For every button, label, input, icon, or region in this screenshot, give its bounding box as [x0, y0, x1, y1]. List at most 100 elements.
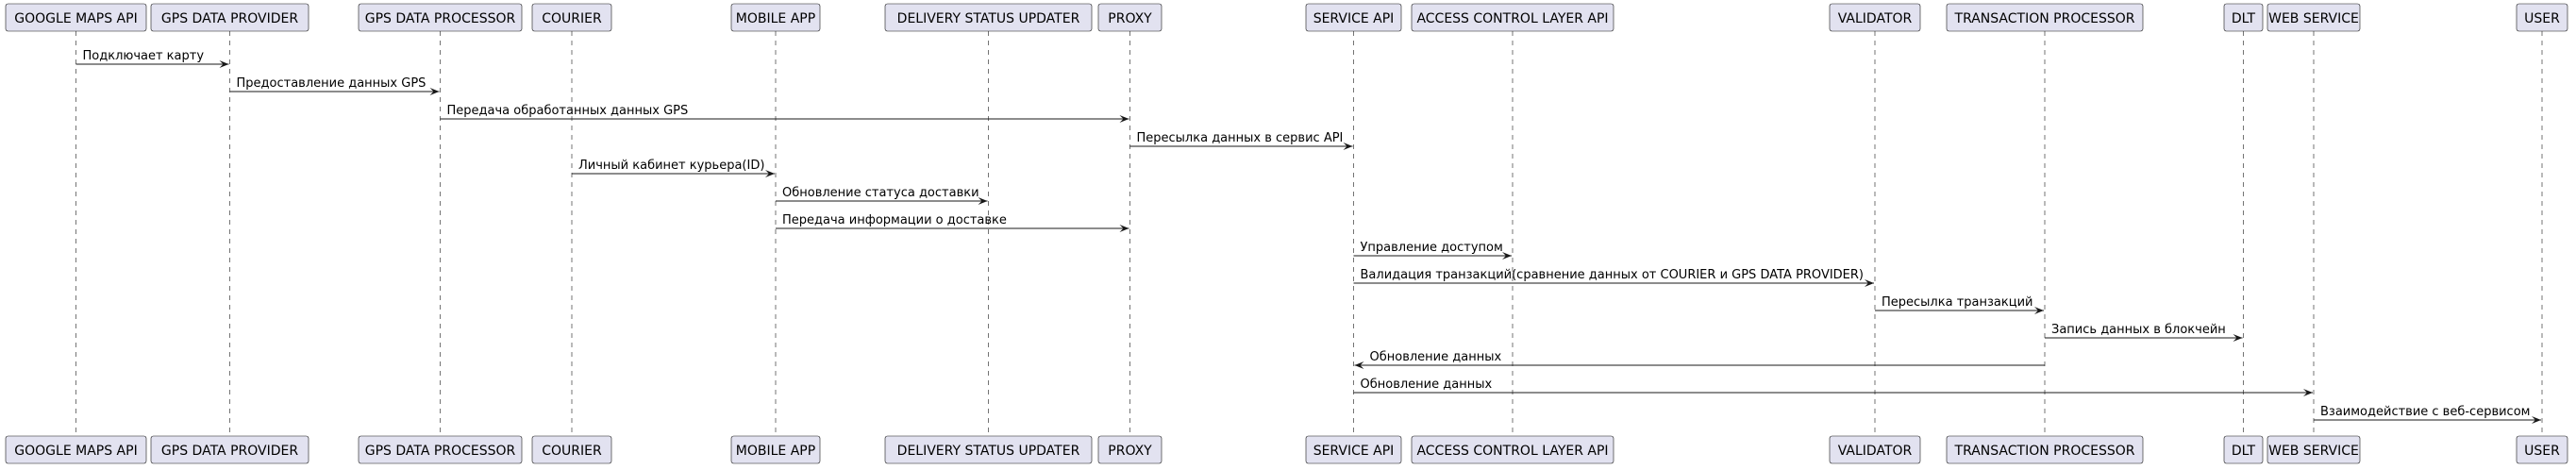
participant-label: ACCESS CONTROL LAYER API — [1416, 11, 1608, 26]
participant-service-api-top: SERVICE API — [1305, 3, 1402, 32]
participant-label: TRANSACTION PROCESSOR — [1954, 11, 2135, 26]
message-label: Взаимодействие с веб-сервисом — [2320, 405, 2530, 419]
participant-box — [1411, 435, 1614, 464]
participant-label: VALIDATOR — [1838, 444, 1913, 459]
participant-label: DLT — [2232, 11, 2256, 26]
message-label: Валидация транзакций(сравнение данных от… — [1361, 268, 1865, 282]
arrowhead-icon — [978, 197, 988, 205]
message-arrow-5: Личный кабинет курьера(ID) — [572, 159, 775, 177]
arrowhead-icon — [429, 88, 440, 95]
participant-box — [358, 3, 523, 32]
participant-dlt-bottom: DLT — [2223, 435, 2264, 464]
message-label: Обновление данных — [1370, 350, 1502, 364]
participant-box — [884, 435, 1093, 464]
participants-bottom: GOOGLE MAPS API GPS DATA PROVIDER GPS DATA… — [5, 435, 2568, 464]
participant-label: DELIVERY STATUS UPDATER — [897, 11, 1080, 26]
participant-box — [730, 3, 821, 32]
participant-box — [2223, 435, 2264, 464]
participant-label: TRANSACTION PROCESSOR — [1954, 444, 2135, 459]
message-arrow-13: Обновление данных — [1353, 378, 2313, 396]
participant-box — [884, 3, 1093, 32]
message-arrow-1: Подключает карту — [75, 49, 229, 68]
message-label: Передача информации о доставке — [782, 213, 1007, 227]
participant-label: PROXY — [1108, 11, 1152, 26]
message-label: Передача обработанных данных GPS — [447, 104, 689, 118]
participant-box — [1097, 435, 1163, 464]
participant-validator-top: VALIDATOR — [1829, 3, 1921, 32]
arrowhead-icon — [2233, 334, 2243, 342]
arrowhead-icon — [2034, 307, 2044, 314]
message-arrow-8: Управление доступом — [1353, 241, 1512, 260]
participant-delivery-status-updater-top: DELIVERY STATUS UPDATER — [884, 3, 1093, 32]
arrowhead-icon — [1865, 279, 1874, 287]
participant-gps-data-provider-bottom: GPS DATA PROVIDER — [150, 435, 309, 464]
participant-label: ACCESS CONTROL LAYER API — [1416, 444, 1608, 459]
participant-transaction-processor-bottom: TRANSACTION PROCESSOR — [1946, 435, 2144, 464]
lifelines — [75, 31, 2543, 436]
message-label: Запись данных в блокчейн — [2051, 323, 2226, 337]
participant-google-maps-api-bottom: GOOGLE MAPS API — [5, 435, 147, 464]
participant-google-maps-api-top: GOOGLE MAPS API — [5, 3, 147, 32]
participant-mobile-app-top: MOBILE APP — [730, 3, 821, 32]
arrowhead-icon — [1119, 225, 1129, 232]
participant-box — [531, 3, 612, 32]
participant-box — [531, 435, 612, 464]
arrowhead-icon — [1343, 143, 1353, 150]
participant-box — [1946, 3, 2144, 32]
arrowhead-icon — [1119, 115, 1129, 123]
participant-gps-data-processor-bottom: GPS DATA PROCESSOR — [358, 435, 523, 464]
message-label: Обновление данных — [1361, 378, 1493, 392]
participant-user-top: USER — [2516, 3, 2568, 32]
participant-web-service-top: WEB SERVICE — [2267, 3, 2361, 32]
arrowhead-icon — [2303, 389, 2313, 396]
participant-user-bottom: USER — [2516, 435, 2568, 464]
participant-label: VALIDATOR — [1838, 11, 1913, 26]
participant-mobile-app-bottom: MOBILE APP — [730, 435, 821, 464]
participant-label: WEB SERVICE — [2268, 444, 2359, 459]
participant-label: SERVICE API — [1313, 444, 1395, 459]
participant-label: COURIER — [542, 11, 602, 26]
participant-label: DELIVERY STATUS UPDATER — [897, 444, 1080, 459]
participant-box — [1305, 435, 1402, 464]
message-arrow-3: Передача обработанных данных GPS — [440, 104, 1129, 123]
participant-label: GOOGLE MAPS API — [14, 11, 137, 26]
participant-courier-bottom: COURIER — [531, 435, 612, 464]
message-arrow-2: Предоставление данных GPS — [229, 76, 440, 95]
participant-label: DLT — [2232, 444, 2256, 459]
participant-transaction-processor-top: TRANSACTION PROCESSOR — [1946, 3, 2144, 32]
participant-box — [1829, 3, 1921, 32]
participant-box — [2267, 435, 2361, 464]
message-arrow-14: Взаимодействие с веб-сервисом — [2314, 405, 2541, 424]
message-label: Обновление статуса доставки — [782, 186, 979, 200]
participant-web-service-bottom: WEB SERVICE — [2267, 435, 2361, 464]
message-arrow-10: Пересылка транзакций — [1875, 295, 2044, 314]
message-arrow-9: Валидация транзакций(сравнение данных от… — [1353, 268, 1874, 287]
participant-label: MOBILE APP — [736, 444, 815, 459]
participant-label: GPS DATA PROVIDER — [161, 11, 298, 26]
participant-service-api-bottom: SERVICE API — [1305, 435, 1402, 464]
participant-label: MOBILE APP — [736, 11, 815, 26]
arrowhead-icon — [1502, 252, 1512, 260]
participant-gps-data-provider-top: GPS DATA PROVIDER — [150, 3, 309, 32]
participant-access-control-layer-api-bottom: ACCESS CONTROL LAYER API — [1411, 435, 1614, 464]
participant-label: PROXY — [1108, 444, 1152, 459]
participant-label: USER — [2524, 11, 2560, 26]
message-label: Предоставление данных GPS — [237, 76, 427, 91]
message-label: Личный кабинет курьера(ID) — [578, 159, 764, 173]
participant-box — [1411, 3, 1614, 32]
participant-box — [358, 435, 523, 464]
participant-box — [2223, 3, 2264, 32]
arrowhead-icon — [2532, 416, 2541, 424]
arrowhead-icon — [219, 60, 229, 68]
participant-dlt-top: DLT — [2223, 3, 2264, 32]
participant-courier-top: COURIER — [531, 3, 612, 32]
participant-box — [1305, 3, 1402, 32]
message-arrow-6: Обновление статуса доставки — [776, 186, 988, 205]
participant-label: GOOGLE MAPS API — [14, 444, 137, 459]
participant-delivery-status-updater-bottom: DELIVERY STATUS UPDATER — [884, 435, 1093, 464]
participant-label: SERVICE API — [1313, 11, 1395, 26]
arrowhead-icon — [765, 170, 775, 177]
